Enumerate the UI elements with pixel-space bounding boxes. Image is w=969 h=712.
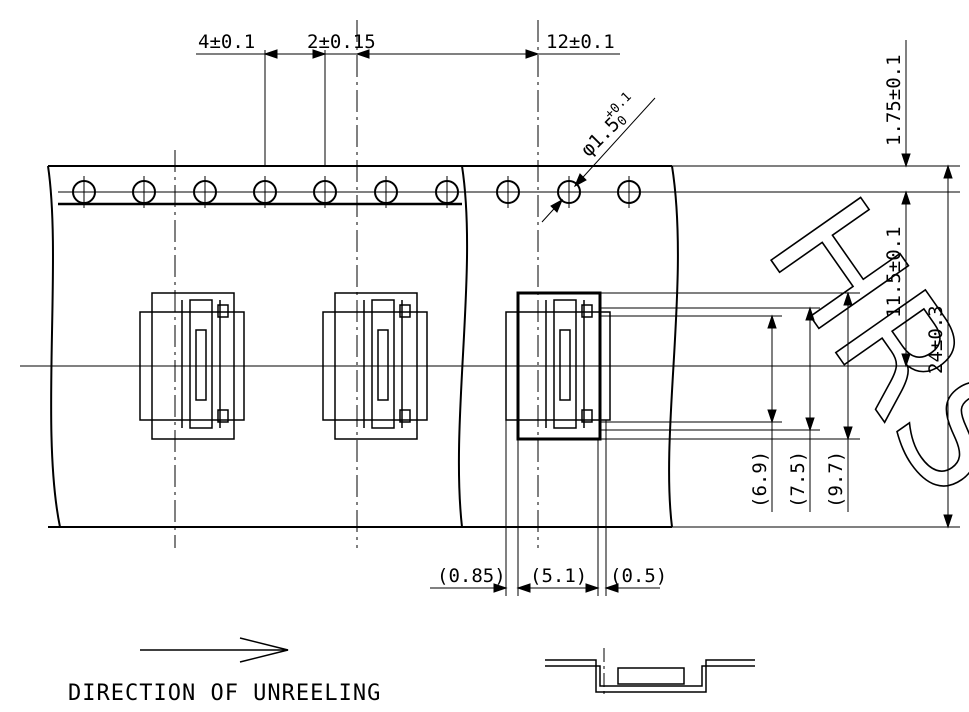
dim-hole-pitch: 4±0.1: [198, 31, 255, 53]
dim-pocket-b: (7.5): [787, 451, 809, 508]
pocket-3: [505, 291, 611, 441]
dim-pocket-c: (9.7): [825, 451, 847, 508]
dim-gap-right: (0.5): [610, 565, 667, 587]
bottom-dimension-lines: [430, 420, 660, 596]
direction-arrow: [140, 637, 289, 663]
top-dimension-lines: [196, 49, 620, 166]
dim-edge-to-hole: 1.75±0.1: [883, 54, 905, 146]
dim-pocket-a: (6.9): [749, 451, 771, 508]
pocket-cross-section: [545, 648, 755, 698]
dim-tape-width: 24±0.3: [925, 305, 947, 374]
direction-label: DIRECTION OF UNREELING: [68, 681, 381, 706]
dim-hole-to-pocket: 2±0.15: [307, 31, 376, 53]
pocket-2: [322, 292, 428, 440]
pocket-1: [139, 292, 245, 440]
pocket-centerlines: [174, 20, 539, 548]
dim-hole-diameter: φ1.5 +0.1 0: [577, 89, 635, 161]
dim-pocket-width: (5.1): [530, 565, 587, 587]
dim-gap-left: (0.85): [437, 565, 506, 587]
hole-diameter-leader: [541, 97, 656, 223]
sprocket-holes: [68, 176, 641, 208]
dim-pocket-pitch: 12±0.1: [546, 31, 615, 53]
dim-hole-to-center: 11.5±0.1: [883, 226, 905, 318]
right-dimension-lines: [600, 40, 960, 529]
carrier-tape: [20, 165, 960, 528]
